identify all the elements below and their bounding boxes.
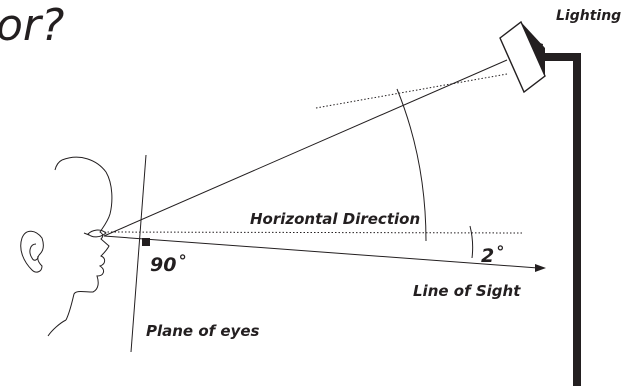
plane-of-eyes-label: Plane of eyes [146, 322, 260, 340]
title-fragment: or? [0, 0, 64, 51]
arrow-head-icon [535, 264, 546, 272]
lighting-label: Lighting [556, 8, 621, 24]
line-of-sight-line [103, 235, 539, 269]
lamp-stand [537, 53, 581, 386]
lamp-dotted-line [315, 73, 508, 109]
lamp-icon [499, 20, 546, 94]
plane-of-eyes-line [130, 154, 147, 353]
horizontal-direction-line [103, 231, 523, 234]
right-angle-marker [142, 238, 150, 246]
right-angle-label: 90˚ [150, 253, 186, 276]
line-of-sight-label: Line of Sight [413, 282, 521, 300]
light-ray-line [103, 59, 508, 237]
sight-angle-label: 2˚ [481, 244, 504, 267]
head-profile [20, 156, 113, 337]
sight-angle-arc [469, 225, 474, 259]
lamp-angle-arc [396, 88, 427, 242]
horizontal-direction-label: Horizontal Direction [250, 210, 420, 228]
